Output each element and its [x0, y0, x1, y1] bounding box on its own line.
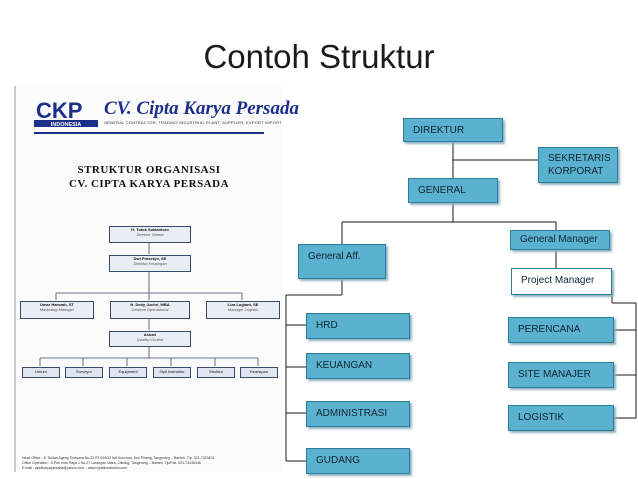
doc-heading-1: STRUKTUR ORGANISASI: [77, 164, 221, 176]
org-unit-6: Kearsipan: [240, 367, 278, 378]
logo-text: CKP: [36, 98, 82, 123]
sekretaris-line-2: KORPORAT: [548, 166, 604, 177]
node-general-manager: General Manager: [510, 230, 610, 250]
org-node-manager-1: Umar Hamzah, ST Marketing Manager: [20, 301, 94, 319]
node-left-item-1: HRD: [306, 313, 410, 339]
company-name: CV. Cipta Karya Persada: [104, 98, 299, 119]
node-general: GENERAL: [408, 178, 498, 203]
node-general-aff: General Aff.: [298, 244, 386, 279]
node-right-item-2: SITE MANAJER: [508, 362, 614, 388]
org-node-finance-director: Dwi Prasetyo, SE Direktur Keuangan: [109, 255, 191, 272]
org-node-manager-2: H. Dedy Juchri, MBA General Operasional: [110, 301, 190, 319]
org-node-director: H. Totok Sukiantoro Direktur Utama: [109, 226, 191, 243]
node-sekretaris-korporat: SEKRETARIS KORPORAT: [538, 147, 618, 183]
mini-org-connectors: [39, 242, 259, 366]
slide-title: Contoh Struktur: [203, 38, 435, 75]
org-unit-3: Equipment: [109, 367, 147, 378]
company-logo: CKP INDONESIA: [34, 98, 98, 128]
node-left-item-4: GUDANG: [306, 448, 410, 474]
node-project-manager: Project Manager: [511, 268, 612, 295]
sekretaris-line-1: SEKRETARIS: [548, 153, 611, 164]
logo-sub-text: INDONESIA: [51, 122, 82, 128]
doc-footer-2: Office Operation : Jl.Puri Indo Raya 1 N…: [22, 461, 201, 465]
org-unit-4: Sipil Instruktur: [153, 367, 191, 378]
node-right-item-1: PERENCANA: [508, 317, 614, 343]
doc-heading-2: CV. CIPTA KARYA PERSADA: [68, 178, 230, 190]
header-divider: [34, 132, 264, 134]
doc-footer-3: E-mail : ciptakaryapersada@yahoo.com – w…: [22, 466, 128, 470]
org-node-qc: Ashari Quality Control: [109, 331, 191, 347]
node-left-item-2: KEUANGAN: [306, 353, 410, 379]
node-right-item-3: LOGISTIK: [508, 405, 614, 431]
org-unit-5: Struktur: [197, 367, 235, 378]
company-tagline: GENERAL CONTRACTOR, TRADING INDUSTRIAL P…: [104, 120, 282, 125]
org-unit-1: Umum: [22, 367, 60, 378]
node-left-item-3: ADMINISTRASI: [306, 401, 410, 427]
org-node-manager-3: Liza Lugiant, SE Manager Logistic: [206, 301, 280, 319]
doc-footer-1: Head Office : Jl. Sultan Ageng Tirtayasa…: [22, 456, 215, 460]
scanned-org-document: CKP INDONESIA CV. Cipta Karya Persada GE…: [14, 86, 299, 472]
org-unit-2: Surveyor: [65, 367, 103, 378]
node-direktur: DIREKTUR: [403, 118, 503, 142]
